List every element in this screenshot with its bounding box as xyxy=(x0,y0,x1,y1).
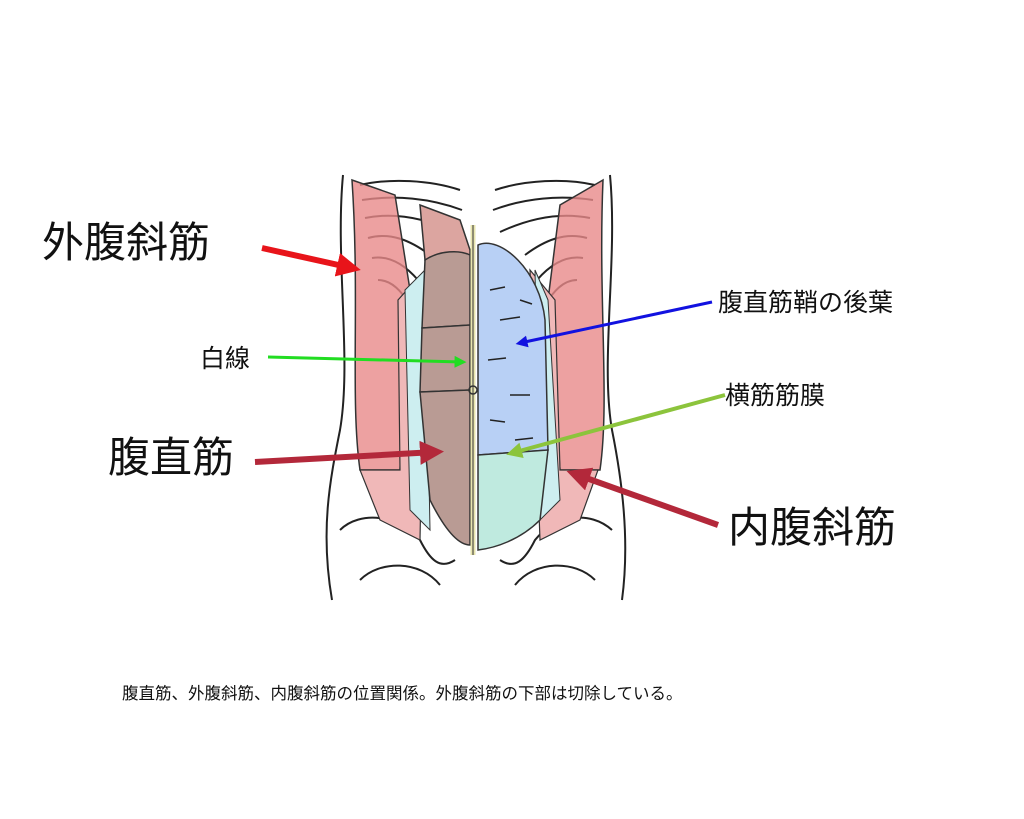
external-oblique-arrow xyxy=(261,245,361,277)
linea-alba-arrow xyxy=(267,355,467,368)
navel xyxy=(468,385,478,395)
internal-oblique-arrow xyxy=(566,467,720,528)
label-internal-oblique: 内腹斜筋 xyxy=(728,503,897,552)
transversalis-fascia-arrow xyxy=(506,393,726,459)
rectus-abdominis-left xyxy=(419,203,471,546)
label-external-oblique: 外腹斜筋 xyxy=(42,218,211,267)
rectus-arrow xyxy=(254,440,444,465)
caption: 腹直筋、外腹斜筋、内腹斜筋の位置関係。外腹斜筋の下部は切除している。 xyxy=(122,684,683,703)
torso-outline xyxy=(325,174,627,601)
label-rectus-abdominis: 腹直筋 xyxy=(108,433,235,482)
label-linea-alba: 白線 xyxy=(200,344,251,373)
external-oblique-right xyxy=(547,178,605,471)
posterior-rectus-sheath xyxy=(477,242,549,456)
label-transversalis-fascia: 横筋筋膜 xyxy=(725,381,826,410)
label-posterior-rectus-sheath: 腹直筋鞘の後葉 xyxy=(718,288,894,317)
posterior-sheath-arrow xyxy=(515,300,713,348)
transversalis-fascia-region xyxy=(477,449,549,551)
